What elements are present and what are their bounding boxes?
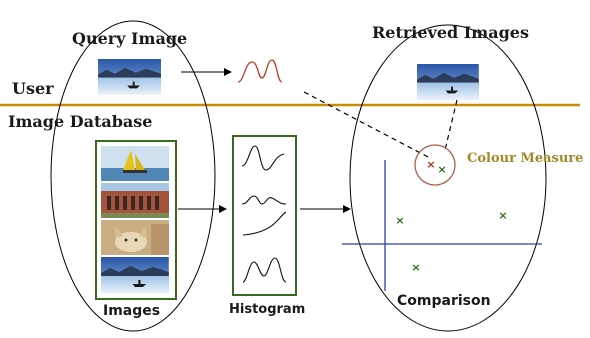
fox-photo	[101, 220, 169, 255]
query-dashed-link	[303, 91, 431, 159]
comparison-point: ×	[498, 209, 507, 222]
histogram-curve-3	[242, 211, 287, 236]
right-ellipse	[349, 24, 547, 332]
histogram-curve-4	[242, 257, 287, 283]
database-images-frame	[95, 140, 177, 300]
histogram-label: Histogram	[229, 302, 306, 317]
sailboat-photo	[101, 146, 169, 181]
query-histogram-curve	[237, 59, 283, 83]
colour-measure-circle	[414, 144, 456, 186]
images-label: Images	[103, 303, 161, 319]
lake-kayak-photo	[101, 257, 169, 293]
retrieved-images-label: Retrieved Images	[372, 23, 529, 42]
histogram-curve-1	[241, 145, 285, 171]
query-point: ×	[426, 158, 435, 171]
image-database-label: Image Database	[8, 112, 153, 131]
query-image-thumbnail	[98, 59, 161, 95]
colour-measure-label: Colour Measure	[467, 151, 584, 166]
retrieved-dashed-link	[444, 99, 458, 151]
comparison-label: Comparison	[397, 293, 491, 309]
histogram-frame	[232, 135, 297, 296]
matched-point: ×	[437, 163, 446, 176]
retrieved-image-thumbnail	[417, 64, 479, 100]
building-photo	[101, 183, 169, 218]
comparison-point: ×	[411, 261, 420, 274]
histogram-curve-2	[241, 195, 287, 205]
left-ellipse	[50, 20, 216, 332]
comparison-point: ×	[395, 214, 404, 227]
user-label: User	[12, 79, 54, 98]
query-image-label: Query Image	[72, 29, 188, 48]
